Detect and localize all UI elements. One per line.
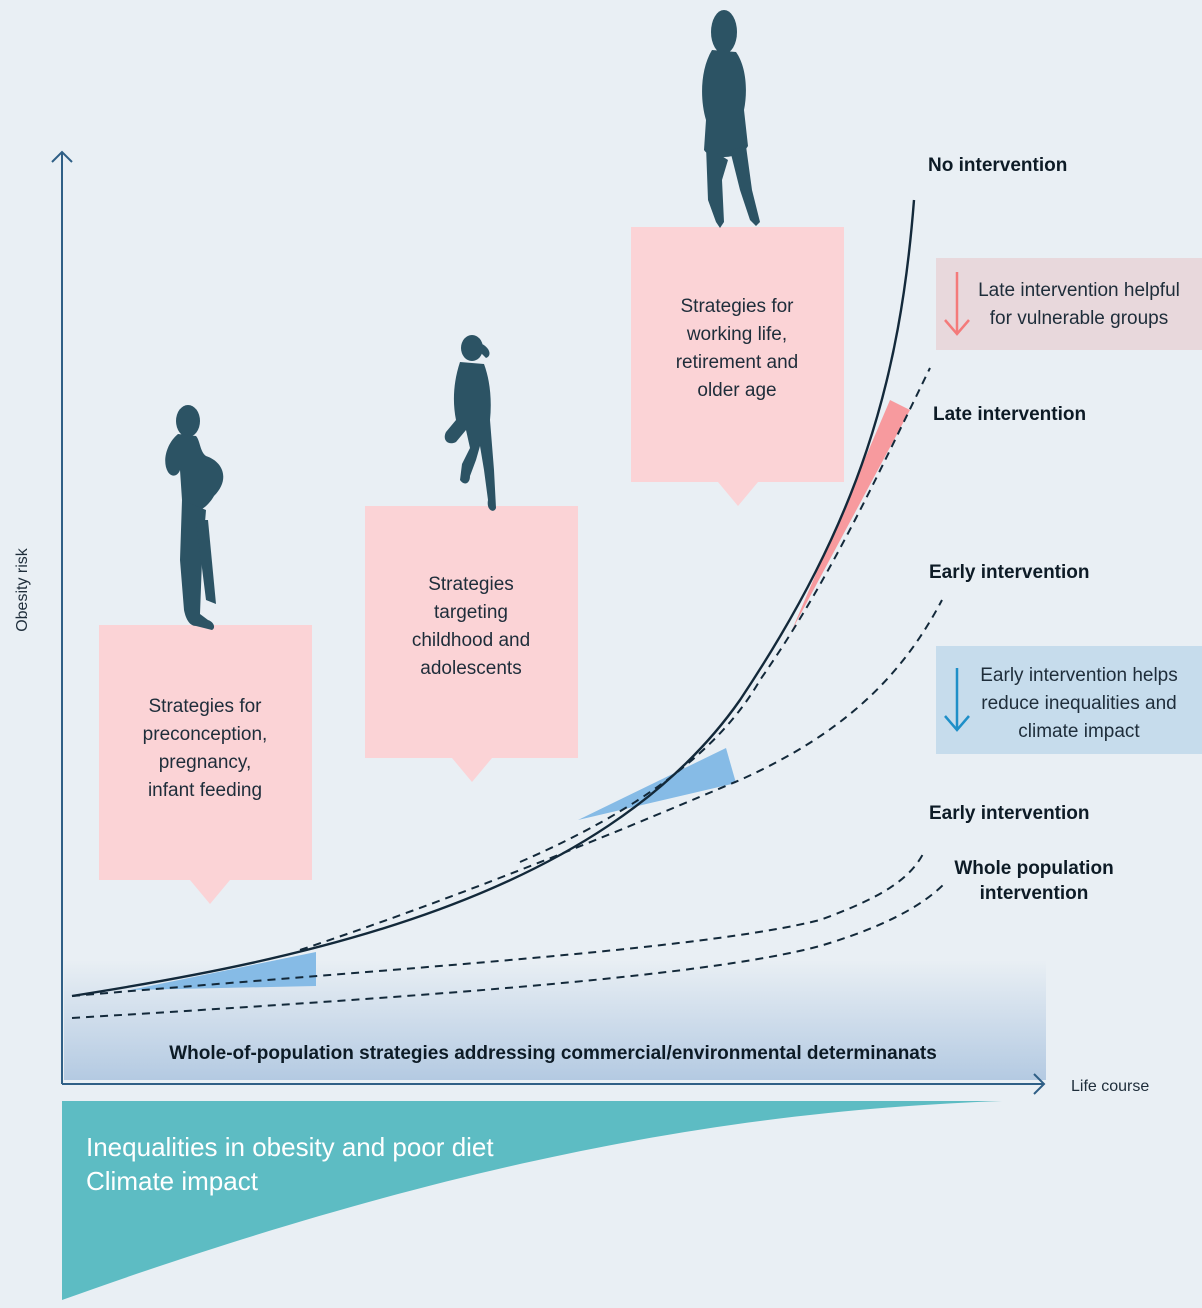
late-intervention-curve [519,367,931,863]
box-3-line-4: older age [697,380,776,401]
note-early-line-2: reduce inequalities and [981,693,1176,714]
label-no-intervention: No intervention [928,155,1067,176]
whole-population-curve [71,883,945,1019]
box-3-line-1: Strategies for [681,296,795,317]
note-late-intervention: Late intervention helpful for vulnerable… [936,258,1202,350]
inequalities-wedge-line-1: Inequalities in obesity and poor diet [86,1132,494,1162]
y-axis-label: Obesity risk [14,547,31,632]
box-2-line-3: childhood and [412,630,530,651]
down-arrow-icon [944,272,970,336]
box-2-line-2: targeting [434,602,508,623]
label-early-intervention-2: Early intervention [929,803,1090,824]
box-1-line-3: pregnancy, [159,752,252,773]
box-1-line-4: infant feeding [148,780,262,801]
y-axis-arrowhead [51,150,73,163]
box-2-line-4: adolescents [420,658,521,679]
late-benefit-wedge [792,400,910,630]
box-3-line-3: retirement and [676,352,799,373]
strategy-box-preconception: Strategies for preconception, pregnancy,… [99,625,312,904]
note-late-line-2: for vulnerable groups [990,308,1169,329]
down-arrow-icon [944,668,970,732]
note-late-line-1: Late intervention helpful [978,280,1180,301]
box-2-line-1: Strategies [428,574,514,595]
label-early-intervention-1: Early intervention [929,562,1090,583]
x-axis-arrowhead [1033,1073,1046,1095]
inequalities-wedge-line-2: Climate impact [86,1166,259,1196]
woman-silhouette [702,10,760,228]
early-benefit-wedge-large [578,748,736,820]
early-intervention-curve-1 [299,599,943,951]
child-silhouette [444,335,496,511]
box-3-line-2: working life, [686,324,787,345]
box-1-line-2: preconception, [143,724,268,745]
box-1-line-1: Strategies for [149,696,263,717]
note-early-line-1: Early intervention helps [980,665,1178,686]
note-early-line-3: climate impact [1018,721,1140,742]
label-whole-population-2: intervention [980,883,1089,904]
label-whole-population-1: Whole population [954,858,1113,879]
inequalities-wedge [62,1101,1002,1300]
no-intervention-curve [71,199,916,998]
population-strategies-band-label: Whole-of-population strategies addressin… [169,1043,937,1064]
x-axis-label: Life course [1071,1078,1149,1095]
label-late-intervention: Late intervention [933,404,1086,425]
pregnant-woman-silhouette [165,405,224,630]
note-early-intervention: Early intervention helps reduce inequali… [936,646,1202,754]
strategy-box-childhood: Strategies targeting childhood and adole… [365,506,578,782]
early-intervention-curve-2 [71,851,925,997]
strategy-box-working-life: Strategies for working life, retirement … [631,227,844,506]
